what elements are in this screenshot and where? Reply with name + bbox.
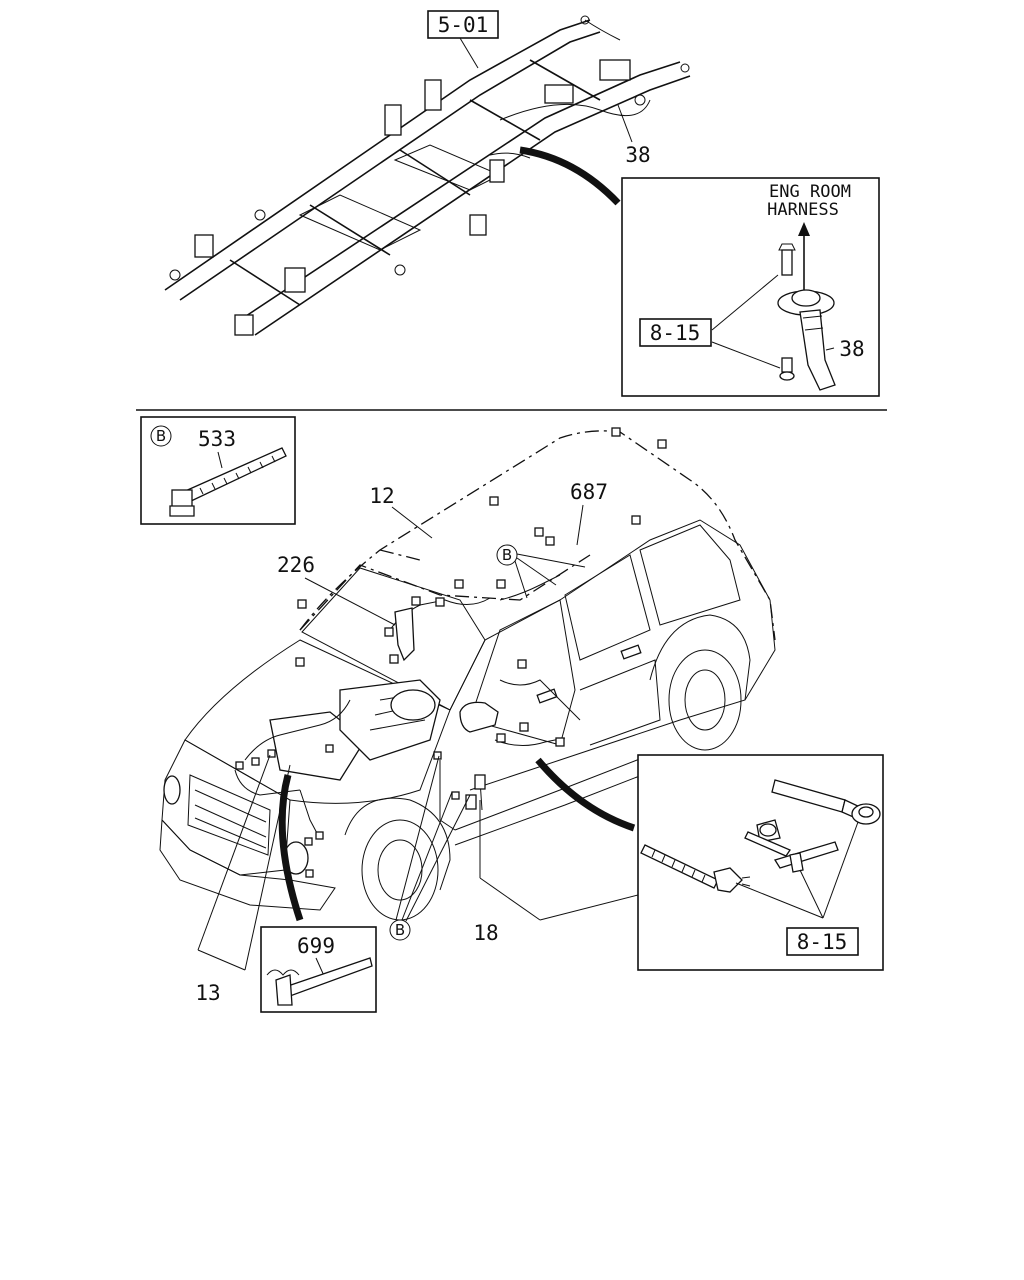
callout-part-687: 687 <box>570 480 608 546</box>
part-533-label: 533 <box>198 427 236 451</box>
callout-part-18: 18 <box>473 800 639 945</box>
callout-clip-roof: B <box>496 544 586 599</box>
part-13-label: 13 <box>195 981 220 1005</box>
legend-box-533: B 533 <box>140 416 296 525</box>
part-38-detail-label: 38 <box>839 337 864 361</box>
detail-box-clips: 8-15 <box>637 754 884 971</box>
callout-clip-lower: B <box>389 755 471 941</box>
callout-ref-5-01: 5-01 <box>427 10 499 69</box>
callout-part-13: 13 <box>195 754 291 1005</box>
detail-pointer-bottom <box>535 757 636 832</box>
part-38-top-label: 38 <box>625 143 650 167</box>
callout-part-226: 226 <box>277 553 415 662</box>
callout-part-38-top: 38 <box>617 104 651 167</box>
part-18-label: 18 <box>473 921 498 945</box>
arrow-up-icon <box>798 222 810 236</box>
part-687-label: 687 <box>570 480 608 504</box>
ref-8-15-bottom-label: 8-15 <box>797 930 848 954</box>
part-699-label: 699 <box>297 934 335 958</box>
vehicle-drawing <box>159 427 776 921</box>
detail-box-eng-room: ENG ROOM HARNESS 8-15 38 <box>621 177 880 397</box>
callout-part-12: 12 <box>369 484 433 539</box>
part-12-label: 12 <box>369 484 394 508</box>
clip-letter-legend: B <box>156 427 166 445</box>
ref-5-01-label: 5-01 <box>438 13 489 37</box>
ref-8-15-top-label: 8-15 <box>650 321 701 345</box>
detail-box-699: 699 <box>260 926 377 1013</box>
clip-letter-lower: B <box>395 921 405 939</box>
eng-room-label-line2: HARNESS <box>767 200 839 220</box>
eng-room-label-line1: ENG ROOM <box>769 182 851 202</box>
part-226-label: 226 <box>277 553 315 577</box>
clip-letter-roof: B <box>502 546 512 564</box>
chassis-frame-drawing <box>164 15 691 336</box>
detail-pointer-top <box>519 146 621 206</box>
